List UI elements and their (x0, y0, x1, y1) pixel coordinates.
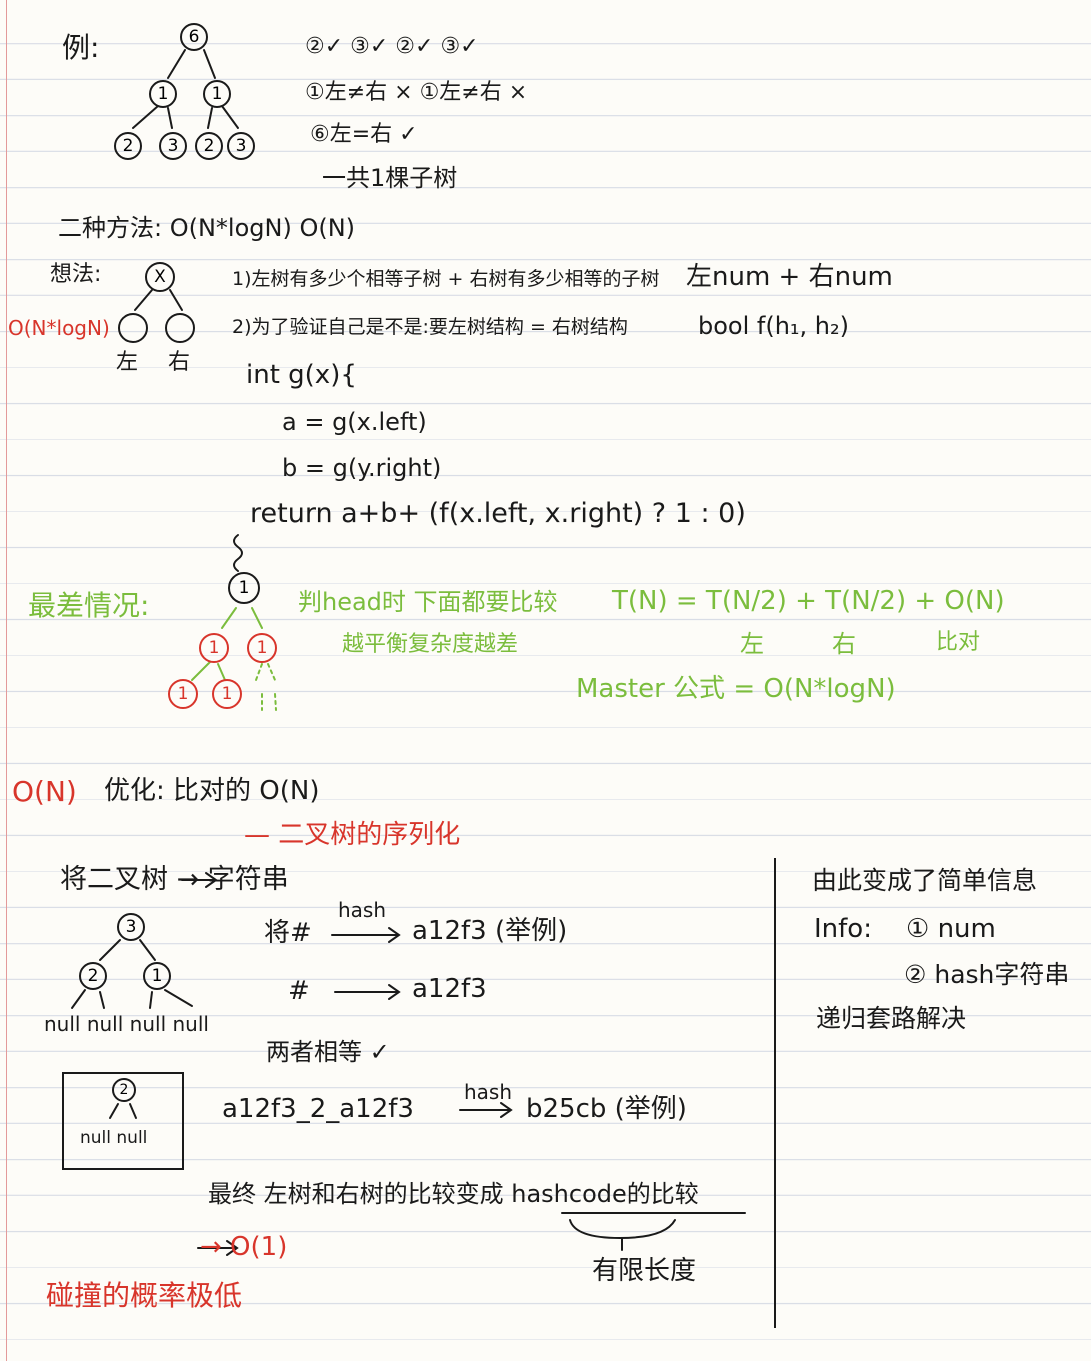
worst-node (247, 633, 277, 663)
idea-point-2: 2)为了验证自己是不是:要左树结构 = 右树结构 (232, 316, 628, 338)
example-line-3: 一共1棵子树 (322, 164, 458, 192)
tree-node (195, 132, 223, 160)
tree-node (117, 913, 145, 941)
map-1-from: 将# (264, 918, 312, 948)
optimize-title-red: O(N) (12, 775, 77, 808)
worst-node (168, 679, 198, 709)
null-leaf: null (172, 1012, 209, 1036)
notebook-margin-line (6, 0, 7, 1361)
node-label: 1 (212, 84, 223, 104)
node-label: 2 (88, 966, 99, 986)
box-tree-leaves: null null (80, 1128, 148, 1148)
node-label: 1 (178, 684, 189, 704)
tree-node (159, 132, 187, 160)
node-label: 1 (152, 966, 163, 986)
code-line-4: return a+b+ (f(x.left, x.right) ? 1 : 0) (250, 498, 746, 529)
final-statement: 最终 左树和右树的比较变成 hashcode的比较 (208, 1180, 699, 1208)
tree-node (203, 80, 231, 108)
node-label: 1 (239, 578, 250, 598)
worst-case-note-1: 判head时 下面都要比较 (298, 588, 558, 616)
concat-string: a12f3_2_a12f3 (222, 1094, 414, 1124)
map-1-to: a12f3 (举例) (412, 916, 568, 946)
idea-point-1-note: 左num + 右num (686, 262, 893, 292)
formula-label-compare: 比对 (936, 630, 981, 655)
node-label: 3 (236, 136, 247, 156)
concat-result: b25cb (举例) (526, 1094, 687, 1124)
tree-node (180, 23, 208, 51)
code-line-2: a = g(x.left) (282, 408, 427, 436)
example-line-2: ⑥左=右 ✓ (310, 122, 418, 147)
null-leaf: null (86, 1012, 124, 1036)
node-label: X (154, 267, 166, 287)
master-formula: Master 公式 = O(N*logN) (576, 674, 896, 704)
tree-node (145, 262, 175, 292)
tree-node (165, 313, 195, 343)
idea-point-1: 1)左树有多少个相等子树 + 右树有多少相等的子树 (232, 268, 660, 290)
side-panel-info-label: Info: (814, 914, 872, 944)
node-label: 6 (189, 27, 200, 47)
formula-label-right: 右 (832, 630, 856, 658)
worst-node (199, 633, 229, 663)
tree-node (227, 132, 255, 160)
complexity-side-label: O(N*logN) (8, 316, 110, 340)
map-2-from: # (288, 976, 310, 1006)
node-label: 2 (204, 136, 215, 156)
tree-node (118, 313, 148, 343)
optimize-step-1: 将二叉树 → 字符串 (60, 864, 289, 895)
worst-case-label: 最差情况: (28, 589, 150, 622)
idea-point-2-note: bool f(h₁, h₂) (698, 312, 849, 340)
example-line-1: ①左≠右 × ①左≠右 × (305, 80, 528, 105)
optimize-title: 优化: 比对的 O(N) (104, 776, 320, 806)
method-two-title: 二种方法: O(N*logN) O(N) (58, 214, 356, 242)
tree-node (143, 962, 171, 990)
formula-label-left: 左 (740, 630, 764, 658)
null-leaf: null (44, 1012, 81, 1036)
left-label: 左 (116, 350, 139, 375)
tree-node (149, 80, 177, 108)
node-label: 2 (123, 136, 134, 156)
example-label: 例: (62, 31, 100, 64)
worst-node (228, 572, 260, 604)
null-leaf: null (129, 1012, 167, 1036)
hash-label-2: hash (464, 1080, 513, 1104)
tree-node (114, 132, 142, 160)
worst-case-note-2: 越平衡复杂度越差 (342, 632, 519, 657)
worst-case-formula: T(N) = T(N/2) + T(N/2) + O(N) (612, 586, 1005, 616)
optimize-subtitle: — 二叉树的序列化 (244, 820, 461, 850)
example-check-row: ②✓ ③✓ ②✓ ③✓ (305, 34, 479, 59)
side-panel-line-3: 递归套路解决 (816, 1004, 967, 1033)
side-panel-info-2: ② hash字符串 (904, 960, 1070, 989)
node-label: 3 (126, 917, 137, 937)
worst-node (212, 679, 242, 709)
idea-label: 想法: (50, 262, 102, 287)
hash-label-1: hash (338, 898, 387, 922)
map-2-to: a12f3 (412, 974, 487, 1004)
node-label: 1 (257, 638, 268, 658)
tree-node (79, 962, 107, 990)
box-tree-frame (62, 1072, 184, 1170)
node-label: 1 (222, 684, 233, 704)
null-leaves: null null null null (44, 1014, 209, 1034)
equal-note: 两者相等 ✓ (266, 1038, 390, 1066)
code-line-1: int g(x){ (246, 360, 357, 390)
side-panel-info-1: ① num (906, 914, 996, 944)
side-panel-line-1: 由此变成了简单信息 (812, 866, 1038, 895)
finite-length-note: 有限长度 (592, 1256, 697, 1286)
node-label: 1 (209, 638, 220, 658)
collision-note: 碰撞的概率极低 (46, 1279, 243, 1312)
o1-result: → O(1) (200, 1232, 288, 1262)
node-label: 3 (168, 136, 179, 156)
code-line-3: b = g(y.right) (282, 454, 442, 482)
side-panel-divider (774, 858, 776, 1328)
right-label: 右 (168, 350, 191, 375)
node-label: 1 (158, 84, 169, 104)
